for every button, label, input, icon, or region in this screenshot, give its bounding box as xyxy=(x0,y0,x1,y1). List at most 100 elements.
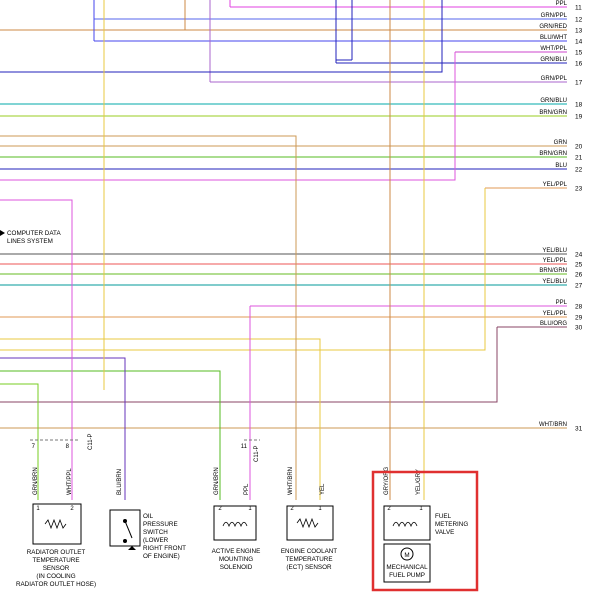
ect-wire-2: YEL xyxy=(320,483,326,495)
wire-number-29: 29 xyxy=(575,315,583,322)
splice-label: C11-P xyxy=(88,433,94,450)
wire-label-27: YEL/BLU xyxy=(542,279,567,285)
wire-grn-brn-right xyxy=(0,370,221,500)
wire-number-18: 18 xyxy=(575,102,583,109)
wire-label-12: GRN/PPL xyxy=(541,13,568,19)
wire-number-26: 26 xyxy=(575,272,583,279)
wire-label-29: YEL/PPL xyxy=(543,311,568,317)
ect-pin-2: 2 xyxy=(290,506,294,512)
motor-letter-icon: M xyxy=(404,552,409,559)
wire-label-31: WHT/BRN xyxy=(539,422,567,428)
wire-number-22: 22 xyxy=(575,167,583,174)
wire-label-23: YEL/PPL xyxy=(543,182,568,188)
wire-number-30: 30 xyxy=(575,325,583,332)
solenoid-pin-1: 1 xyxy=(248,506,252,512)
wire-number-16: 16 xyxy=(575,61,583,68)
wire-number-13: 13 xyxy=(575,28,583,35)
wire-label-28: PPL xyxy=(556,300,568,306)
wire-number-15: 15 xyxy=(575,50,583,57)
fuel-wire-1: GRY/ORG xyxy=(384,466,390,495)
wire-label-30: BLU/ORG xyxy=(540,321,567,327)
ground-icon xyxy=(128,546,136,550)
fuel-wire-2: YEL/GRY xyxy=(416,469,422,495)
radiator-pin-1: 1 xyxy=(36,506,40,512)
wire-label-24: YEL/BLU xyxy=(542,248,567,254)
radiator-wire-2: WHT/PPL xyxy=(67,468,73,495)
splice-pin-11: 11 xyxy=(241,444,248,450)
wire-blue-upper xyxy=(0,0,443,73)
solenoid-coil-icon xyxy=(222,521,248,528)
fuel-pin-1: 1 xyxy=(419,506,423,512)
wire-30-down xyxy=(0,327,498,403)
wire-blu-brn xyxy=(0,357,126,500)
ect-thermistor-icon xyxy=(296,517,319,529)
wire-label-19: BRN/GRN xyxy=(539,110,567,116)
wire-number-19: 19 xyxy=(575,114,583,121)
ect-box xyxy=(286,505,334,541)
components: GRN/BRN WHT/PPL 1 2 BLU/BRN GRN/BRN PPL 2 1 WHT/B… xyxy=(32,466,479,592)
solenoid-pin-2: 2 xyxy=(218,506,222,512)
wire-number-14: 14 xyxy=(575,39,583,46)
wire-yel xyxy=(0,338,321,500)
wire-number-28: 28 xyxy=(575,304,583,311)
solenoid-wire-2: PPL xyxy=(244,483,250,495)
switch-contact-icon-2 xyxy=(123,539,127,543)
wire-number-23: 23 xyxy=(575,186,583,193)
wire-number-31: 31 xyxy=(575,426,583,433)
wire-label-15: WHT/PPL xyxy=(540,46,567,52)
data-lines-arrow-icon xyxy=(0,230,5,236)
ect-pin-1: 1 xyxy=(318,506,322,512)
wire-label-20: GRN xyxy=(554,140,567,146)
splice-label-2: C11-P xyxy=(254,445,260,462)
wire-label-18: GRN/BLU xyxy=(540,98,567,104)
radiator-wire-1: GRN/BRN xyxy=(33,467,39,495)
solenoid-wire-1: GRN/BRN xyxy=(214,467,220,495)
highlight-frame xyxy=(371,470,479,592)
oil-switch-wire: BLU/BRN xyxy=(117,469,123,495)
wire-label-11: PPL xyxy=(556,1,568,7)
computer-data-text-1: COMPUTER DATA xyxy=(7,230,61,237)
wire-label-14: BLU/WHT xyxy=(540,35,567,41)
wire-23-down xyxy=(0,188,486,351)
fuel-pin-2: 2 xyxy=(387,506,391,512)
radiator-pin-2: 2 xyxy=(70,506,74,512)
splice-pin-8: 8 xyxy=(66,444,70,450)
wire-number-20: 20 xyxy=(575,144,583,151)
wire-number-11: 11 xyxy=(575,5,582,12)
thermistor-icon xyxy=(44,518,67,530)
wire-label-17: GRN/PPL xyxy=(541,76,568,82)
motor-icon xyxy=(400,547,414,561)
ect-wire-1: WHT/BRN xyxy=(288,467,294,495)
splice-pin-7: 7 xyxy=(32,444,36,450)
wire-number-21: 21 xyxy=(575,155,583,162)
wires-layer xyxy=(0,0,567,500)
wire-label-16: GRN/BLU xyxy=(540,57,567,63)
wire-15-down xyxy=(0,52,456,181)
wire-wht-brn xyxy=(0,135,297,500)
valve-coil-icon xyxy=(392,521,418,528)
fuel-pump-box xyxy=(383,543,431,583)
wire-label-25: YEL/PPL xyxy=(543,258,568,264)
wire-number-12: 12 xyxy=(575,17,583,24)
wire-label-26: BRN/GRN xyxy=(539,268,567,274)
wire-number-24: 24 xyxy=(575,252,583,259)
wire-number-17: 17 xyxy=(575,80,583,87)
computer-data-text-2: LINES SYSTEM xyxy=(7,238,53,245)
solenoid-box xyxy=(213,505,257,541)
wire-number-25: 25 xyxy=(575,262,583,269)
wire-label-13: GRN/RED xyxy=(539,24,567,30)
wire-wht-ppl xyxy=(0,199,73,440)
radiator-sensor-box xyxy=(32,503,82,545)
wire-number-27: 27 xyxy=(575,283,583,290)
wire-label-21: BRN/GRN xyxy=(539,151,567,157)
connector-symbols: 7 8 C11-P 11 C11-P xyxy=(30,433,260,462)
